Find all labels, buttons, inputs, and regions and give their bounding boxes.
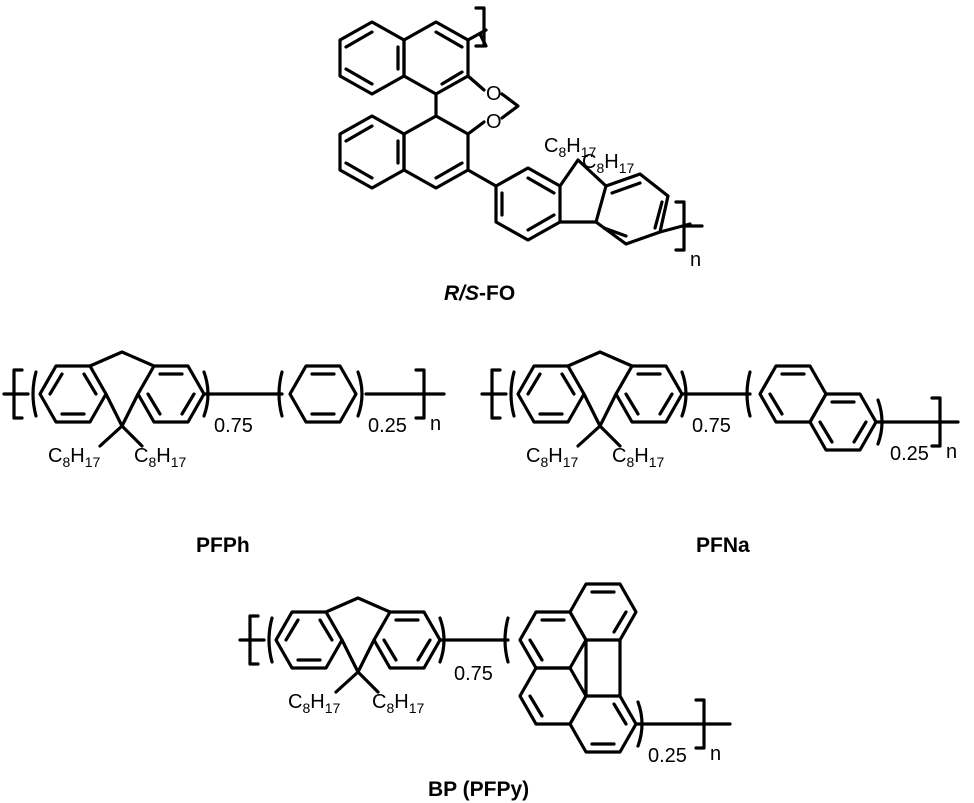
- pfna-alkyl-1: C8H17: [526, 445, 578, 470]
- bp-fraction-1: 0.75: [454, 663, 493, 685]
- pfna-repeat-index: n: [946, 441, 957, 463]
- pfph-label: PFPh: [196, 534, 250, 557]
- rs-fo-structure: O O: [338, 6, 704, 305]
- pfna-alkyl-2: C8H17: [612, 445, 664, 470]
- rs-fo-oxygen-2: O: [486, 111, 502, 133]
- pfna-fraction-1: 0.75: [692, 415, 731, 437]
- bp-repeat-index: n: [710, 743, 721, 765]
- rs-fo-alkyl-2: C8H17: [582, 151, 634, 176]
- bp-alkyl-2: C8H17: [372, 691, 424, 716]
- rs-fo-oxygen-1: O: [486, 83, 502, 105]
- pfph-structure: 0.75 0.25 n C8H17 C8H17 PFPh: [2, 350, 446, 557]
- rs-fo-fluorene: [494, 158, 692, 246]
- bp-fraction-2: 0.25: [648, 745, 687, 767]
- rs-fo-lower-naphthalene: [338, 114, 470, 190]
- bp-label: BP (PFPy): [428, 778, 529, 801]
- bp-alkyl-1: C8H17: [288, 691, 340, 716]
- pfph-alkyl-2: C8H17: [134, 445, 186, 470]
- pfph-alkyl-1: C8H17: [48, 445, 100, 470]
- pfna-fraction-2: 0.25: [890, 443, 929, 465]
- rs-fo-label: R/S-FO: [444, 282, 515, 305]
- bp-structure: 0.75 0.25 n C8H17 C8H17: [238, 582, 732, 801]
- pfph-fraction-2: 0.25: [368, 415, 407, 437]
- pfph-repeat-index: n: [430, 413, 441, 435]
- pfph-fraction-1: 0.75: [214, 415, 253, 437]
- rs-fo-alkyl-1: C8H17: [544, 135, 596, 160]
- bp-pyrene: [518, 582, 638, 754]
- pfna-label: PFNa: [696, 534, 750, 557]
- rs-fo-bracket-top: [474, 6, 486, 48]
- pfna-structure: 0.75 0.25 n C8H17 C8H17 PFNa: [480, 350, 960, 557]
- rs-fo-repeat-index: n: [690, 249, 701, 271]
- rs-fo-upper-naphthalene: [338, 20, 488, 96]
